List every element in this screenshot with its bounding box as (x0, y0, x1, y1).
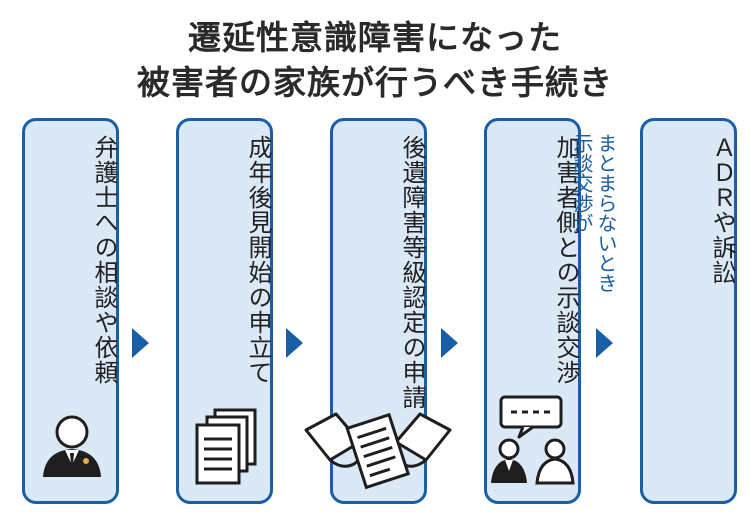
arrow-right-icon (596, 328, 613, 358)
step-adr-or-lawsuit: ＡＤＲや訴訟 (640, 118, 737, 504)
step-label: 弁護士への相談や依頼 (90, 135, 118, 385)
condition-note-line-2: まとまらないとき (594, 133, 618, 293)
step-guardianship-petition: 成年後見開始の申立て (176, 118, 273, 504)
step-label: ＡＤＲや訴訟 (708, 135, 736, 285)
arrow-right-icon (441, 328, 458, 358)
step-consult-lawyer: 弁護士への相談や依頼 (22, 118, 119, 504)
arrow-right-icon (132, 328, 149, 358)
handing-document-icon (304, 412, 452, 490)
page-title-line-2: 被害者の家族が行うべき手続き (137, 63, 613, 102)
step-label: 成年後見開始の申立て (244, 135, 272, 385)
lawyer-icon (43, 415, 101, 477)
documents-icon (195, 408, 257, 485)
page-title-line-1: 遷延性意識障害になった (188, 18, 562, 57)
arrow-right-icon (286, 328, 303, 358)
condition-note-line-1: 示談交渉が (570, 133, 594, 233)
step-label: 加害者側との示談交渉 (552, 135, 580, 385)
negotiation-icon (491, 395, 575, 485)
step-label: 後遺障害等級認定の申請 (398, 135, 426, 410)
condition-note: 示談交渉が まとまらないとき (570, 133, 618, 293)
step-settlement-negotiation: 加害者側との示談交渉 (484, 118, 581, 504)
